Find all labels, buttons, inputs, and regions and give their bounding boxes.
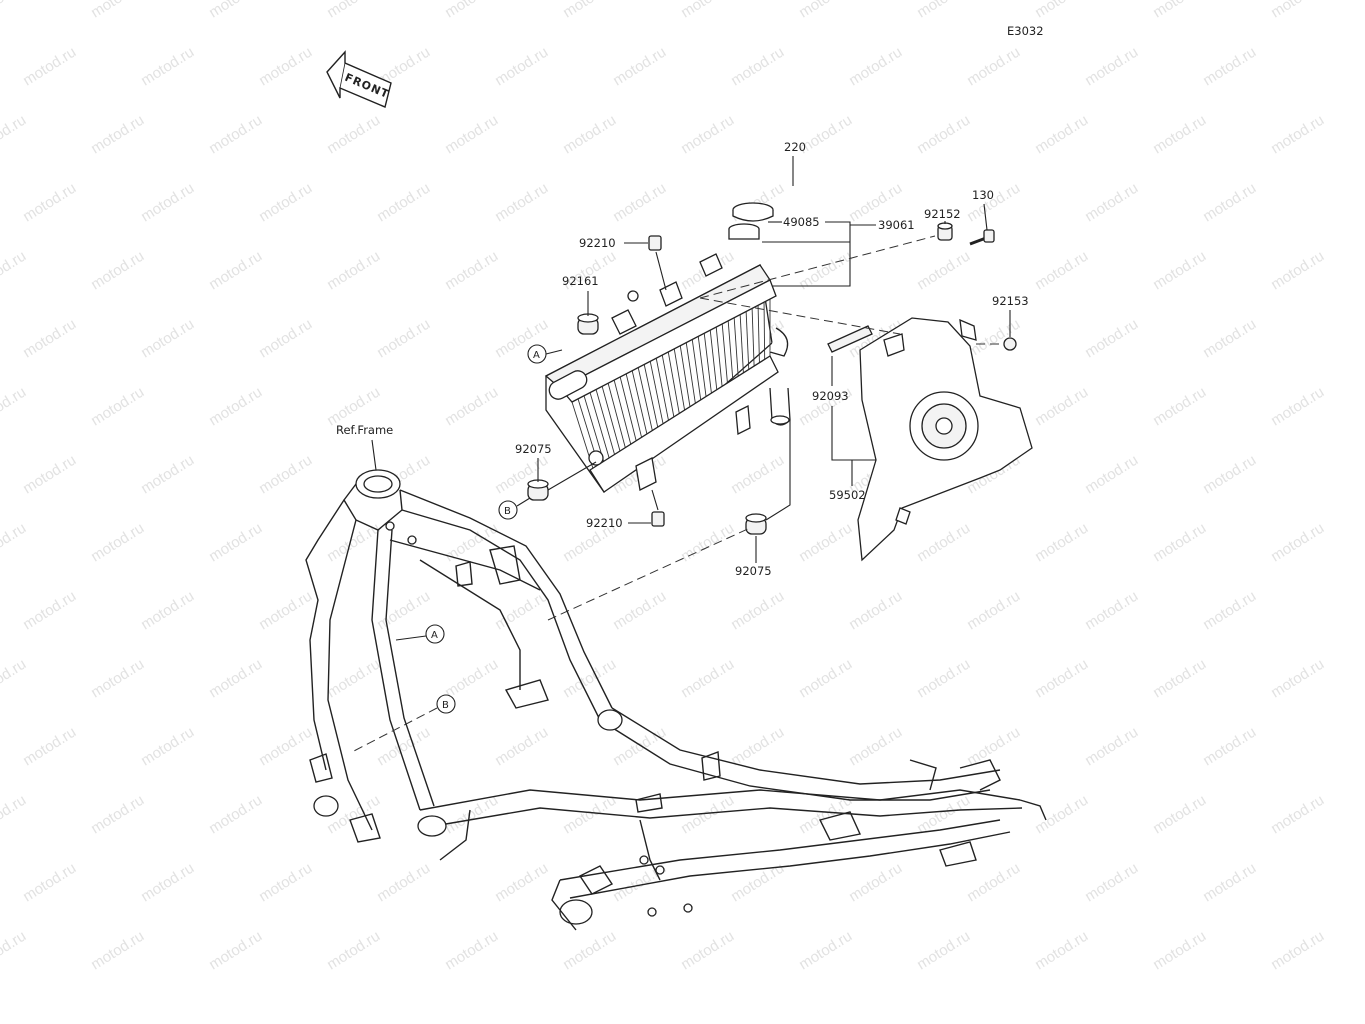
- grommet-92161[interactable]: [577, 313, 599, 335]
- part-label-92210-top[interactable]: 92210: [579, 236, 616, 250]
- radiator-fin: [697, 334, 708, 402]
- radiator-fin: [691, 337, 702, 406]
- radiator-fin: [715, 324, 723, 391]
- callout-b-radiator-text: B: [504, 506, 511, 517]
- clip-92210-bottom[interactable]: [651, 511, 665, 527]
- part-label-59502[interactable]: 59502: [829, 488, 866, 502]
- grommet-92075-left[interactable]: [527, 479, 549, 501]
- part-label-92093[interactable]: 92093: [812, 389, 849, 403]
- radiator-fin: [703, 331, 713, 399]
- part-label-92210-bottom[interactable]: 92210: [586, 516, 623, 530]
- radiator-fin: [595, 389, 618, 464]
- callout-a-radiator-text: A: [533, 350, 540, 361]
- radiator-fin: [709, 328, 718, 395]
- radiator-fin: [655, 356, 671, 428]
- radiator-fin: [727, 318, 734, 384]
- radiator-fin: [733, 315, 739, 380]
- radiator-fin: [571, 401, 597, 479]
- radiator-fin: [739, 312, 745, 377]
- radiator-fin: [751, 305, 755, 369]
- radiator-fin: [721, 321, 729, 388]
- callout-b-radiator: [498, 500, 518, 520]
- clip-92210-top[interactable]: [648, 235, 662, 251]
- radiator-fin: [649, 360, 665, 431]
- radiator-fin: [685, 340, 697, 409]
- radiator-core[interactable]: [544, 253, 791, 493]
- bolt-130[interactable]: [969, 229, 995, 246]
- diagram-code: E3032: [1007, 24, 1044, 38]
- motorcycle-frame: [305, 469, 1047, 931]
- radiator-fin: [745, 308, 750, 373]
- callout-a-frame: [425, 624, 445, 644]
- radiator-fin: [631, 369, 650, 442]
- radiator-fin: [661, 353, 676, 424]
- radiator-fin: [589, 392, 613, 468]
- callout-b-frame: [436, 694, 456, 714]
- part-label-92075-bottom[interactable]: 92075: [735, 564, 772, 578]
- radiator-fin: [607, 382, 629, 457]
- part-label-92075-left[interactable]: 92075: [515, 442, 552, 456]
- radiator-fin: [667, 350, 681, 420]
- radiator-cap[interactable]: [732, 178, 794, 222]
- front-arrow-icon: FRONT: [326, 50, 392, 108]
- callout-b-frame-text: B: [442, 700, 449, 711]
- collar-92152[interactable]: [937, 222, 953, 241]
- part-label-220[interactable]: 220: [784, 140, 806, 154]
- nut-92153[interactable]: [1003, 337, 1017, 351]
- grommet-92075-bottom[interactable]: [745, 513, 767, 535]
- radiator-fin: [643, 363, 660, 435]
- radiator-fin: [601, 385, 623, 460]
- filler-neck: [728, 223, 760, 240]
- part-label-49085[interactable]: 49085: [783, 215, 820, 229]
- part-label-39061[interactable]: 39061: [878, 218, 915, 232]
- radiator-fin: [757, 302, 760, 366]
- radiator-fin: [613, 379, 634, 453]
- radiator-fin: [763, 299, 766, 362]
- radiator-fin: [679, 344, 692, 413]
- radiator-fin: [619, 376, 639, 450]
- part-label-130[interactable]: 130: [972, 188, 994, 202]
- radiator-fin: [673, 347, 687, 417]
- callout-a-frame-text: A: [431, 630, 438, 641]
- ref-frame-label[interactable]: Ref.Frame: [336, 423, 393, 437]
- part-label-92161[interactable]: 92161: [562, 274, 599, 288]
- radiator-fin: [637, 366, 655, 439]
- fan-shroud-59502[interactable]: [857, 317, 1033, 562]
- radiator-fin: [625, 372, 644, 446]
- part-label-92153[interactable]: 92153: [992, 294, 1029, 308]
- part-label-92152[interactable]: 92152: [924, 207, 961, 221]
- seal-92093[interactable]: [827, 325, 873, 353]
